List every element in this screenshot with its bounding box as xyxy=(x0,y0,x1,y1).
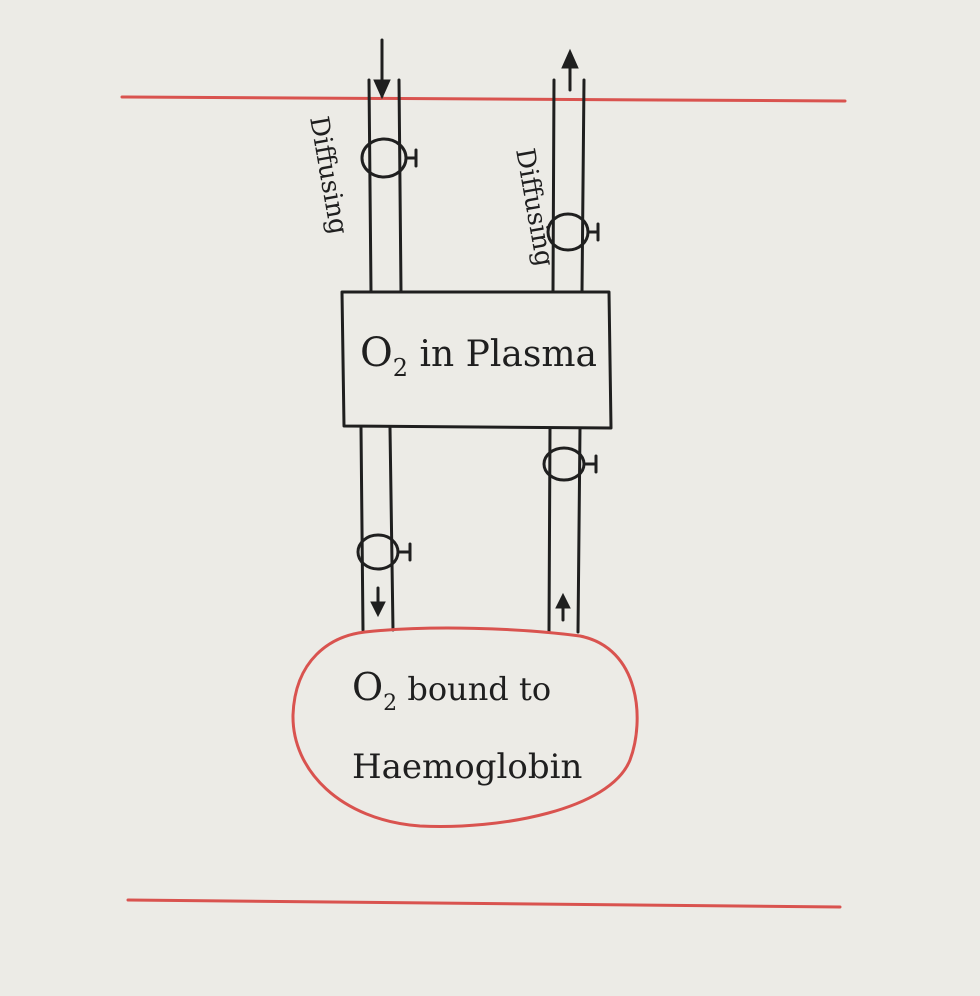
membrane-line-bottom xyxy=(126,898,842,909)
arrow-up-icon xyxy=(561,48,579,92)
haemoglobin-blob: O2 bound to Haemoglobin xyxy=(291,626,639,828)
diffusing-label-right: Diffusing xyxy=(509,146,559,269)
hb-label-line2: Haemoglobin xyxy=(352,747,582,787)
hb-label-rest: bound to xyxy=(397,670,551,708)
membrane-line-top xyxy=(120,95,847,103)
plasma-label-sub: 2 xyxy=(393,354,408,382)
valve-icon xyxy=(356,533,412,571)
arrow-up-icon xyxy=(555,592,571,622)
arrow-down-icon xyxy=(370,586,386,618)
diffusing-label-left: Diffusing xyxy=(303,114,353,237)
plasma-box: O2 in Plasma xyxy=(340,290,613,430)
valve-icon xyxy=(360,137,418,179)
plasma-label-o: O xyxy=(360,330,393,376)
svg-text:O2 in Plasma: O2 in Plasma xyxy=(360,330,597,382)
svg-text:O2 bound to: O2 bound to xyxy=(352,665,551,716)
hb-label-sub: 2 xyxy=(383,691,397,716)
hb-label-o: O xyxy=(352,665,383,709)
valve-icon xyxy=(546,212,600,252)
valve-icon xyxy=(542,446,598,482)
plasma-label-rest: in Plasma xyxy=(408,334,597,375)
arrow-down-icon xyxy=(373,38,391,100)
lower-left-channel xyxy=(359,426,395,632)
upper-right-channel xyxy=(551,78,586,294)
upper-left-channel xyxy=(367,78,403,294)
lower-right-channel xyxy=(547,426,582,634)
